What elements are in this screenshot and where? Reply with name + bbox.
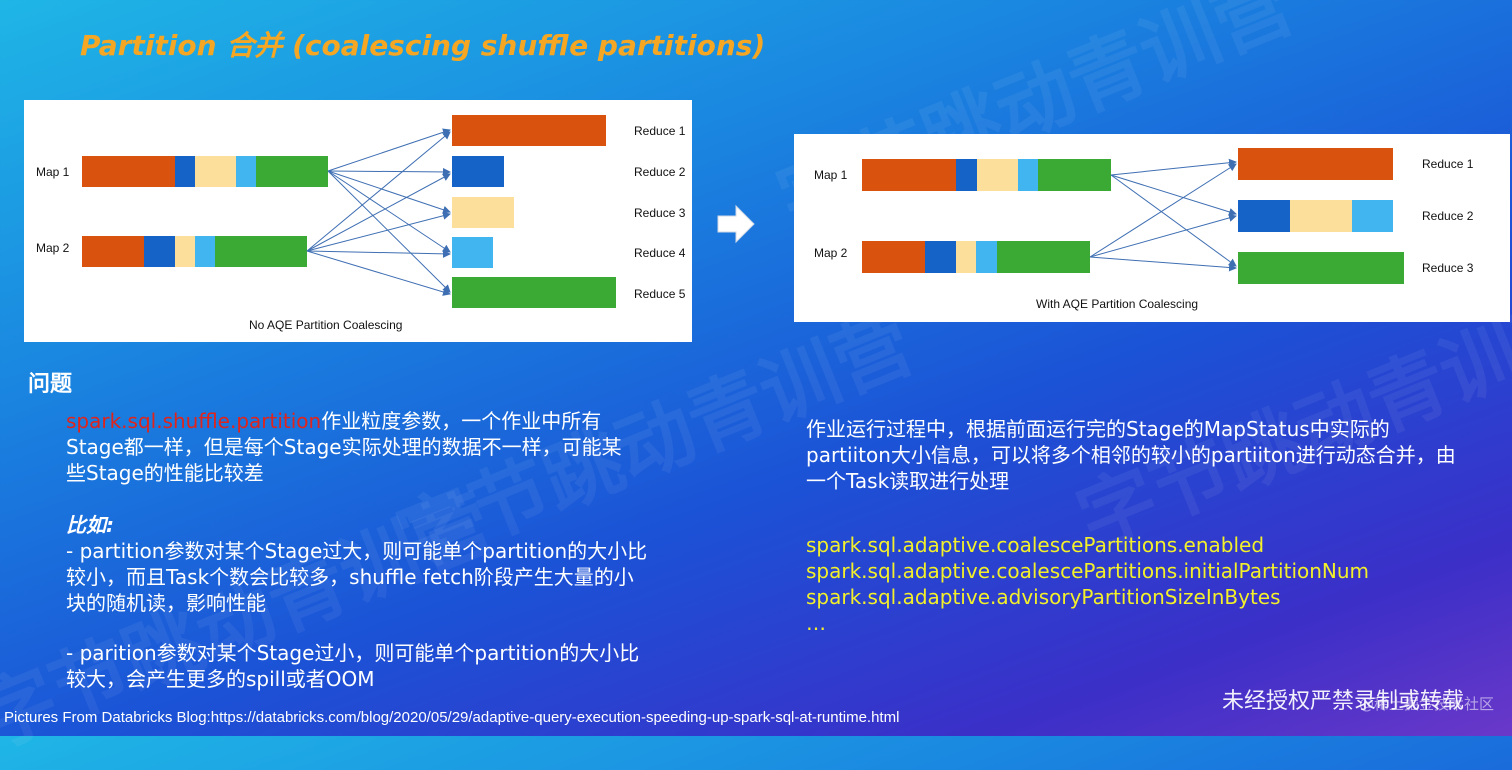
reduce-3-block <box>1238 252 1404 284</box>
map-2-block <box>862 241 925 273</box>
caption-with-aqe: With AQE Partition Coalescing <box>1036 297 1198 311</box>
problem-line-1: spark.sql.shuffle.partition作业粒度参数，一个作业中所… <box>66 408 706 434</box>
slide-title: Partition 合并 (coalescing shuffle partiti… <box>80 29 766 62</box>
community-watermark: @稀土掘金技术社区 <box>1358 695 1494 713</box>
examples: 比如: - partition参数对某个Stage过大，则可能单个partiti… <box>66 512 706 692</box>
map-2-block <box>997 241 1090 273</box>
diagram-no-aqe-svg: Map 1 Map 2 Reduce 1 <box>36 115 686 332</box>
map-2-block <box>956 241 976 273</box>
map-2-block <box>144 236 175 267</box>
config-item: spark.sql.adaptive.advisoryPartitionSize… <box>806 585 1281 609</box>
solution-line-2: partiiton大小信息，可以将多个相邻的较小的partiiton进行动态合并… <box>806 443 1456 467</box>
shuffle-arrows <box>306 128 451 296</box>
reduce-3-label: Reduce 3 <box>1422 261 1474 275</box>
example-1-line-2: 较小，而且Task个数会比较多，shuffle fetch阶段产生大量的小 <box>66 565 634 589</box>
map-2-block <box>925 241 956 273</box>
map-1-block <box>195 156 236 187</box>
reduce-1-block <box>1238 148 1393 180</box>
map-2-block <box>215 236 307 267</box>
map-1-block <box>256 156 328 187</box>
map-1-block <box>1038 159 1111 191</box>
map-2-label: Map 2 <box>36 241 70 255</box>
map-1-label: Map 1 <box>36 165 70 179</box>
map-2-block <box>976 241 997 273</box>
problem-line-2: Stage都一样，但是每个Stage实际处理的数据不一样，可能某 <box>66 435 622 459</box>
reduce-2-block <box>1238 200 1290 232</box>
shuffle-arrows <box>1089 158 1237 272</box>
diagram-with-aqe: Map 1 Map 2 Reduce 1 Reduce 2 Reduce 3 W… <box>794 134 1510 322</box>
reduce-1-label: Reduce 1 <box>634 124 686 138</box>
caption-no-aqe: No AQE Partition Coalescing <box>249 318 402 332</box>
diagram-no-aqe: Map 1 Map 2 Reduce 1 <box>24 100 692 342</box>
example-1-line-1: - partition参数对某个Stage过大，则可能单个partition的大… <box>66 539 648 563</box>
config-item: … <box>806 611 826 635</box>
map-2-block <box>175 236 195 267</box>
map-1-block <box>862 159 956 191</box>
reduce-3-label: Reduce 3 <box>634 206 686 220</box>
map-2-block <box>195 236 215 267</box>
map-1-label: Map 1 <box>814 168 848 182</box>
reduce-2-block <box>1290 200 1352 232</box>
reduce-1-block <box>452 115 606 146</box>
config-list: spark.sql.adaptive.coalescePartitions.en… <box>806 532 1506 636</box>
reduce-1-label: Reduce 1 <box>1422 157 1474 171</box>
map-1-block <box>175 156 195 187</box>
reduce-5-label: Reduce 5 <box>634 287 686 301</box>
diagram-with-aqe-svg: Map 1 Map 2 Reduce 1 Reduce 2 Reduce 3 W… <box>814 148 1474 311</box>
problem-line-3: 些Stage的性能比较差 <box>66 461 264 485</box>
problem-line-1-rest: 作业粒度参数，一个作业中所有 <box>321 409 602 433</box>
example-1-line-3: 块的随机读，影响性能 <box>66 591 266 615</box>
right-arrow-icon <box>716 204 756 249</box>
solution-line-1: 作业运行过程中，根据前面运行完的Stage的MapStatus中实际的 <box>806 417 1390 441</box>
reduce-2-label: Reduce 2 <box>1422 209 1474 223</box>
problem-description: spark.sql.shuffle.partition作业粒度参数，一个作业中所… <box>66 408 706 486</box>
example-2-line-2: 较大，会产生更多的spill或者OOM <box>66 667 375 691</box>
reduce-5-block <box>452 277 616 308</box>
example-2-line-1: - parition参数对某个Stage过小，则可能单个partition的大小… <box>66 641 640 665</box>
solution-description: 作业运行过程中，根据前面运行完的Stage的MapStatus中实际的 part… <box>806 416 1506 494</box>
problem-heading: 问题 <box>28 372 73 397</box>
config-item: spark.sql.adaptive.coalescePartitions.en… <box>806 533 1265 557</box>
map-2-block <box>82 236 144 267</box>
reduce-4-block <box>452 237 493 268</box>
reduce-2-block <box>452 156 504 187</box>
reduce-2-label: Reduce 2 <box>634 165 686 179</box>
map-1-block <box>236 156 256 187</box>
map-2-label: Map 2 <box>814 246 848 260</box>
map-1-block <box>82 156 175 187</box>
reduce-2-block <box>1352 200 1393 232</box>
example-heading: 比如: <box>66 513 114 537</box>
solution-line-3: 一个Task读取进行处理 <box>806 469 1010 493</box>
shuffle-partition-param: spark.sql.shuffle.partition <box>66 409 322 433</box>
source-credit: Pictures From Databricks Blog:https://da… <box>4 709 900 726</box>
reduce-3-block <box>452 197 514 228</box>
copyright-notice: 未经授权严禁录制或转载 <box>1221 689 1464 714</box>
map-1-block <box>956 159 977 191</box>
config-item: spark.sql.adaptive.coalescePartitions.in… <box>806 559 1370 583</box>
reduce-4-label: Reduce 4 <box>634 246 686 260</box>
map-1-block <box>1018 159 1038 191</box>
map-1-block <box>977 159 1018 191</box>
